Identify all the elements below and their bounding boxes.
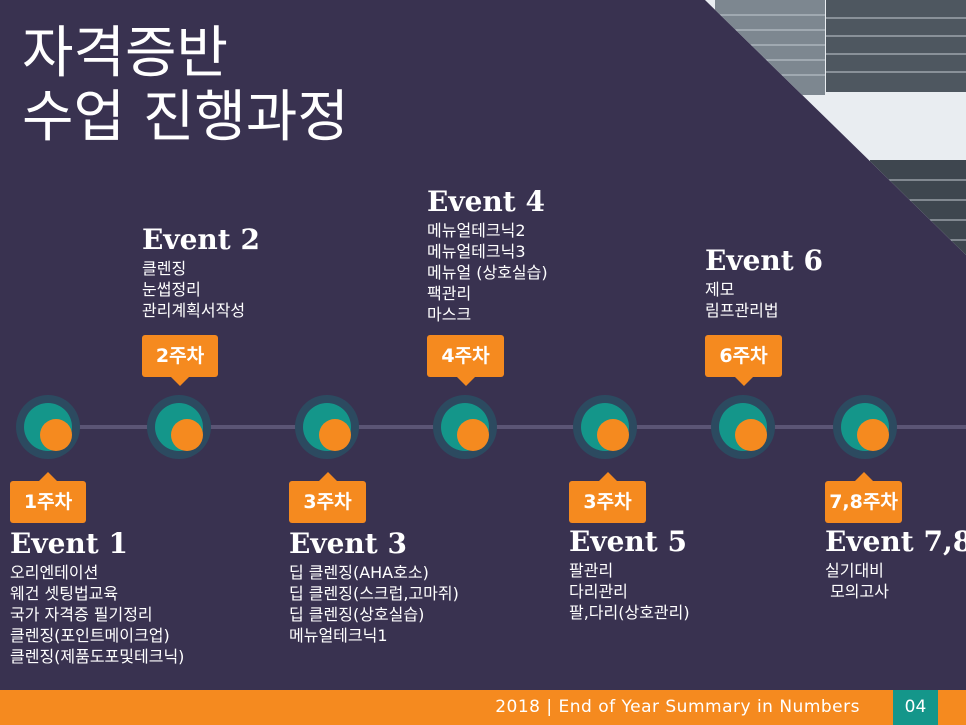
event-3-title: Event 3: [289, 527, 407, 560]
event-1-title: Event 1: [10, 527, 128, 560]
event-5-title: Event 5: [569, 525, 687, 558]
event-5-list: 팔관리 다리관리 팔,다리(상호관리): [569, 560, 690, 623]
event-item: 제모: [705, 280, 735, 299]
week-badge-5: 3주차: [569, 472, 646, 523]
timeline-node-3: [295, 395, 359, 459]
week-badge-4: 4주차: [427, 335, 504, 386]
page-number: 04: [893, 690, 938, 725]
event-78-title: Event 7,8: [825, 525, 966, 558]
event-item: 팔,다리(상호관리): [569, 603, 690, 622]
week-badge-2: 2주차: [142, 335, 218, 386]
week-badge-1: 1주차: [10, 472, 86, 523]
week-badge-3: 3주차: [289, 472, 366, 523]
event-item: 메뉴얼테크닉1: [289, 626, 388, 645]
event-item: 메뉴얼테크닉3: [427, 242, 526, 261]
event-item: 클렌징(제품도포및테크닉): [10, 647, 185, 666]
event-6-title: Event 6: [705, 244, 823, 277]
event-2-title: Event 2: [142, 223, 260, 256]
event-item: 오리엔테이션: [10, 563, 99, 582]
event-item: 클렌징: [142, 259, 187, 278]
event-item: 눈썹정리: [142, 280, 201, 299]
event-5: Event 5 팔관리 다리관리 팔,다리(상호관리): [569, 526, 690, 623]
timeline-node-2: [147, 395, 211, 459]
event-4-title: Event 4: [427, 185, 545, 218]
title-line-1: 자격증반: [22, 21, 229, 86]
slide-title: 자격증반 수업 진행과정: [22, 22, 349, 150]
timeline-node-4: [433, 395, 497, 459]
event-2: Event 2 클렌징 눈썹정리 관리계획서작성: [142, 224, 260, 321]
event-item: 모의고사: [825, 582, 889, 601]
event-item: 웨건 셋팅법교육: [10, 584, 119, 603]
event-3-list: 딥 클렌징(AHA호소) 딥 클렌징(스크럽,고마쥐) 딥 클렌징(상호실습) …: [289, 562, 459, 646]
event-item: 딥 클렌징(AHA호소): [289, 563, 429, 582]
event-item: 팩관리: [427, 284, 472, 303]
event-item: 관리계획서작성: [142, 301, 246, 320]
week-badge-6: 6주차: [705, 335, 782, 386]
event-1-list: 오리엔테이션 웨건 셋팅법교육 국가 자격증 필기정리 클렌징(포인트메이크업)…: [10, 562, 184, 667]
timeline-node-5: [573, 395, 637, 459]
footer-text: 2018 | End of Year Summary in Numbers: [495, 697, 860, 717]
event-item: 림프관리법: [705, 301, 779, 320]
event-item: 클렌징(포인트메이크업): [10, 626, 170, 645]
event-1: Event 1 오리엔테이션 웨건 셋팅법교육 국가 자격증 필기정리 클렌징(…: [10, 528, 184, 667]
timeline-line: [40, 425, 966, 429]
event-78: Event 7,8 실기대비 모의고사: [825, 526, 966, 602]
event-3: Event 3 딥 클렌징(AHA호소) 딥 클렌징(스크럽,고마쥐) 딥 클렌…: [289, 528, 459, 646]
title-line-2: 수업 진행과정: [22, 85, 349, 150]
timeline-node-7: [833, 395, 897, 459]
event-6-list: 제모 림프관리법: [705, 279, 823, 321]
week-badge-78: 7,8주차: [825, 472, 902, 523]
event-item: 딥 클렌징(상호실습): [289, 605, 425, 624]
event-4-list: 메뉴얼테크닉2 메뉴얼테크닉3 메뉴얼 (상호실습) 팩관리 마스크: [427, 220, 548, 325]
event-4: Event 4 메뉴얼테크닉2 메뉴얼테크닉3 메뉴얼 (상호실습) 팩관리 마…: [427, 186, 548, 325]
event-item: 팔관리: [569, 561, 614, 580]
timeline-node-1: [16, 395, 80, 459]
timeline-node-6: [711, 395, 775, 459]
event-item: 국가 자격증 필기정리: [10, 605, 153, 624]
event-2-list: 클렌징 눈썹정리 관리계획서작성: [142, 258, 260, 321]
event-6: Event 6 제모 림프관리법: [705, 245, 823, 321]
event-item: 실기대비: [825, 561, 884, 580]
event-78-list: 실기대비 모의고사: [825, 560, 966, 602]
footer-bar: 2018 | End of Year Summary in Numbers 04: [0, 690, 966, 725]
event-item: 메뉴얼테크닉2: [427, 221, 526, 240]
event-item: 딥 클렌징(스크럽,고마쥐): [289, 584, 459, 603]
event-item: 메뉴얼 (상호실습): [427, 263, 548, 282]
event-item: 마스크: [427, 305, 472, 324]
event-item: 다리관리: [569, 582, 628, 601]
